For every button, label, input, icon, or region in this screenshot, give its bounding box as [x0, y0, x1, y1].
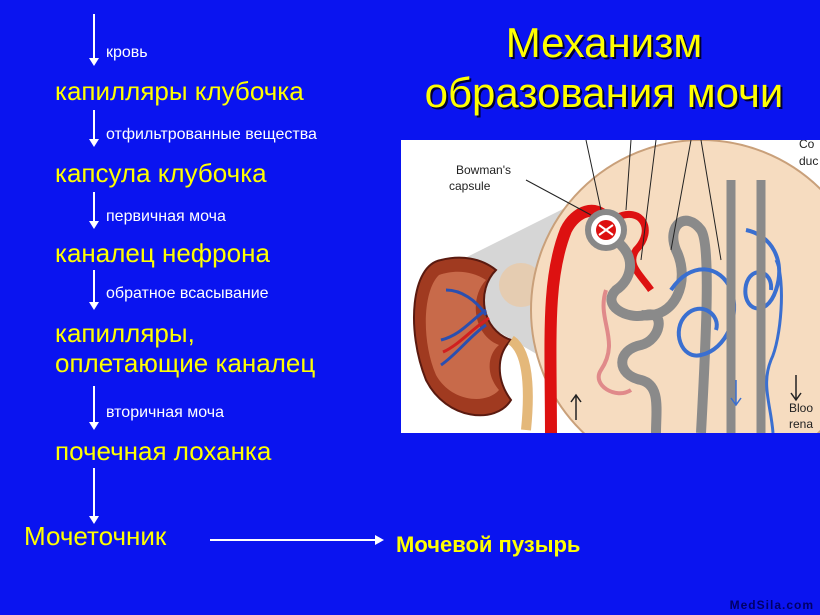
stage-braiding-capillaries-line-1: капилляры,: [55, 318, 195, 348]
transit-secondary-urine: вторичная моча: [106, 404, 224, 421]
flow-arrow-5: [89, 386, 99, 430]
flow-arrow-3: [89, 192, 99, 229]
flow-arrow-1: [89, 14, 99, 66]
stage-bladder: Мочевой пузырь: [396, 532, 581, 557]
label-blood-2: rena: [789, 417, 813, 431]
kidney-icon: [413, 256, 543, 431]
collecting-duct: [726, 180, 766, 433]
stage-braiding-capillaries: капилляры, оплетающие каналец: [55, 318, 315, 378]
slide-title: Механизм образования мочи: [398, 18, 810, 118]
artery-vessel: [544, 204, 612, 433]
stage-ureter: Мочеточник: [24, 521, 167, 551]
stage-glomerular-capsule: капсула клубочка: [55, 158, 267, 188]
transit-blood: кровь: [106, 44, 148, 61]
stage-renal-pelvis: почечная лоханка: [55, 436, 272, 466]
stage-glomerular-capillaries: капилляры клубочка: [55, 76, 304, 106]
transit-primary-urine: первичная моча: [106, 208, 226, 225]
nephron-illustration: Bowman's capsule Co duc Bloo rena: [401, 140, 820, 433]
vein-vessel: [669, 267, 737, 358]
label-collecting-2: duc: [799, 154, 818, 168]
label-blood-1: Bloo: [789, 401, 813, 415]
flow-arrow-2: [89, 110, 99, 147]
watermark: MedSila.com: [729, 598, 814, 612]
flow-arrow-to-bladder: [210, 535, 384, 545]
flow-arrow-4: [89, 270, 99, 310]
label-bowman-2: capsule: [449, 179, 491, 193]
label-bowman-1: Bowman's: [456, 163, 511, 177]
flow-arrow-6: [89, 468, 99, 524]
stage-nephron-tubule: каналец нефрона: [55, 238, 270, 268]
title-line-2: образования мочи: [424, 69, 784, 116]
stage-braiding-capillaries-line-2: оплетающие каналец: [55, 348, 316, 378]
title-line-1: Механизм: [505, 19, 703, 66]
transit-filtered: отфильтрованные вещества: [106, 126, 317, 143]
nephron-tubule: [606, 240, 664, 433]
transit-reabsorption: обратное всасывание: [106, 285, 269, 302]
label-collecting-1: Co: [799, 140, 815, 151]
nephron-svg: Bowman's capsule Co duc Bloo rena: [413, 140, 820, 433]
